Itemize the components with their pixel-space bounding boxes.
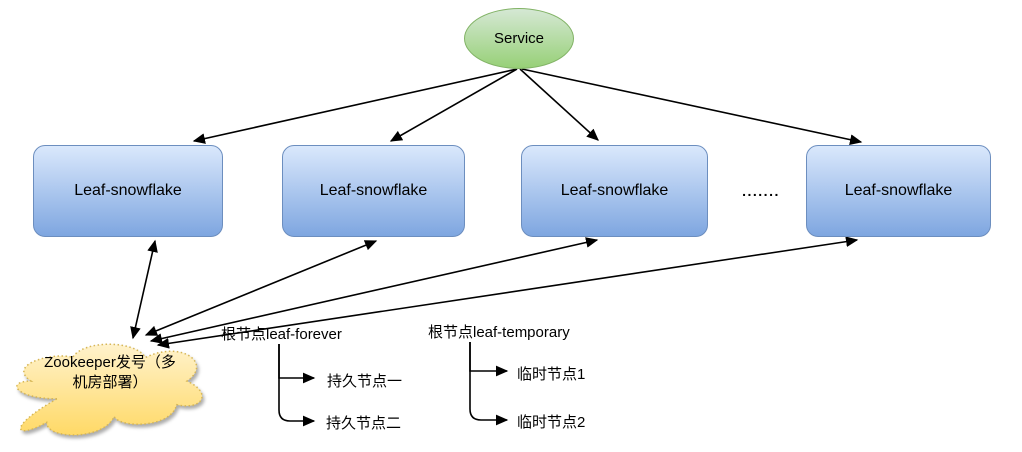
- zookeeper-label: Zookeeper发号（多 机房部署）: [14, 353, 206, 393]
- more-nodes-ellipsis: .......: [742, 183, 780, 199]
- temporary-child2-label: 临时节点2: [517, 414, 586, 431]
- leaf-snowflake-node-1: Leaf-snowflake: [33, 145, 223, 237]
- leaf-snowflake-node-2: Leaf-snowflake: [282, 145, 465, 237]
- arrow-service-to-node1: [192, 68, 518, 144]
- temporary-branch-child2: [469, 342, 509, 426]
- zookeeper-cloud: [16, 343, 203, 436]
- arrow-service-to-node4: [521, 68, 863, 145]
- node-label: Leaf-snowflake: [560, 182, 669, 199]
- arrow-node2-zookeeper: [144, 240, 378, 336]
- temporary-child1-label: 临时节点1: [517, 366, 586, 383]
- node-label: Leaf-snowflake: [319, 182, 428, 199]
- zookeeper-label-line1: Zookeeper发号（多: [44, 354, 176, 371]
- arrow-service-to-node2: [389, 68, 518, 142]
- node-label: Leaf-snowflake: [74, 182, 182, 199]
- zookeeper-label-line2: 机房部署）: [72, 374, 148, 391]
- temporary-branch-child1: [469, 342, 509, 377]
- forever-root-label: 根节点leaf-forever: [221, 326, 342, 343]
- arrow-node1-zookeeper: [130, 239, 158, 340]
- node-label: Leaf-snowflake: [844, 182, 953, 199]
- forever-child1-label: 持久节点一: [327, 373, 403, 390]
- service-node: Service: [464, 8, 574, 69]
- arrow-node4-zookeeper: [156, 236, 859, 349]
- temporary-root-label: 根节点leaf-temporary: [428, 324, 570, 341]
- service-label: Service: [493, 30, 545, 47]
- arrow-service-to-node3: [519, 68, 599, 141]
- forever-branch-child2: [278, 344, 316, 427]
- leaf-snowflake-node-4: Leaf-snowflake: [806, 145, 991, 237]
- forever-branch-child1: [278, 344, 316, 384]
- forever-child2-label: 持久节点二: [326, 415, 402, 432]
- leaf-snowflake-node-3: Leaf-snowflake: [521, 145, 708, 237]
